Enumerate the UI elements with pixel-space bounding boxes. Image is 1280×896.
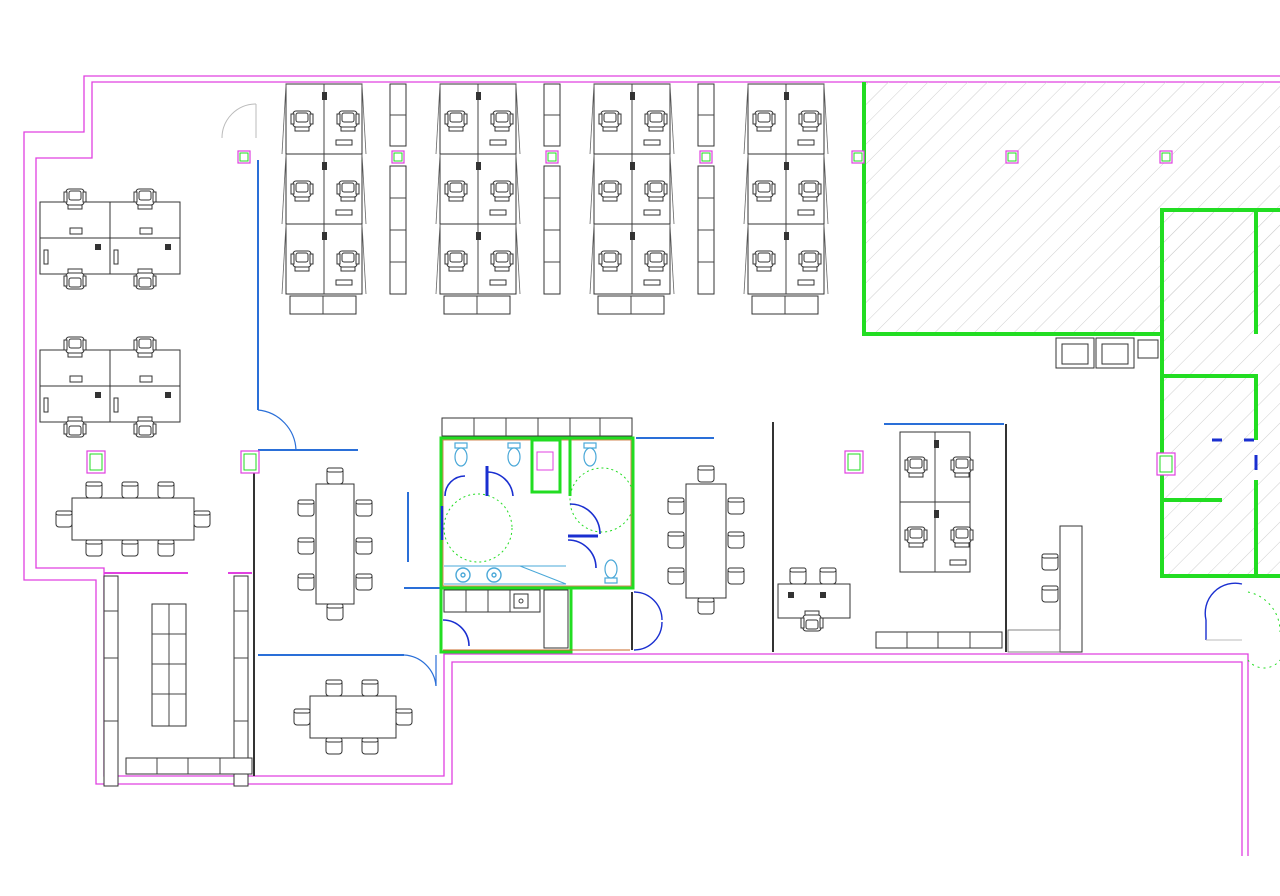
dashed-door-swing	[1247, 591, 1280, 669]
black-partition	[253, 422, 1007, 776]
door-icon	[257, 409, 437, 687]
meeting-table-right	[667, 465, 745, 615]
desk-pod-right	[899, 431, 974, 573]
kitchenette	[443, 589, 569, 649]
storage-row-top	[441, 417, 633, 437]
meeting-table-left	[55, 481, 211, 557]
storage-room	[103, 575, 253, 787]
armchairs	[1055, 337, 1159, 369]
lounge-seating	[1007, 525, 1083, 653]
storage-units	[389, 83, 715, 295]
desk-pod-left	[40, 189, 180, 437]
toilet-icon	[454, 442, 618, 584]
storage-row-bottom	[875, 631, 1003, 649]
washroom	[439, 436, 635, 654]
door-icon	[631, 582, 1243, 651]
door-icon	[221, 103, 257, 139]
meeting-table-center	[297, 467, 373, 621]
desk-cluster-4	[744, 84, 828, 315]
fire-wall	[862, 82, 1280, 578]
exterior-wall	[23, 75, 1280, 856]
desk-cluster-3	[590, 84, 674, 315]
washroom-doors	[440, 466, 601, 647]
partition-wall	[257, 160, 1004, 656]
desk-cluster-2	[436, 84, 520, 315]
desk-cluster-1	[282, 84, 366, 315]
sink-icon	[455, 567, 502, 583]
fire-door-markers	[1212, 438, 1258, 470]
reception-desk	[777, 567, 851, 632]
meeting-table-bottom	[293, 679, 413, 755]
